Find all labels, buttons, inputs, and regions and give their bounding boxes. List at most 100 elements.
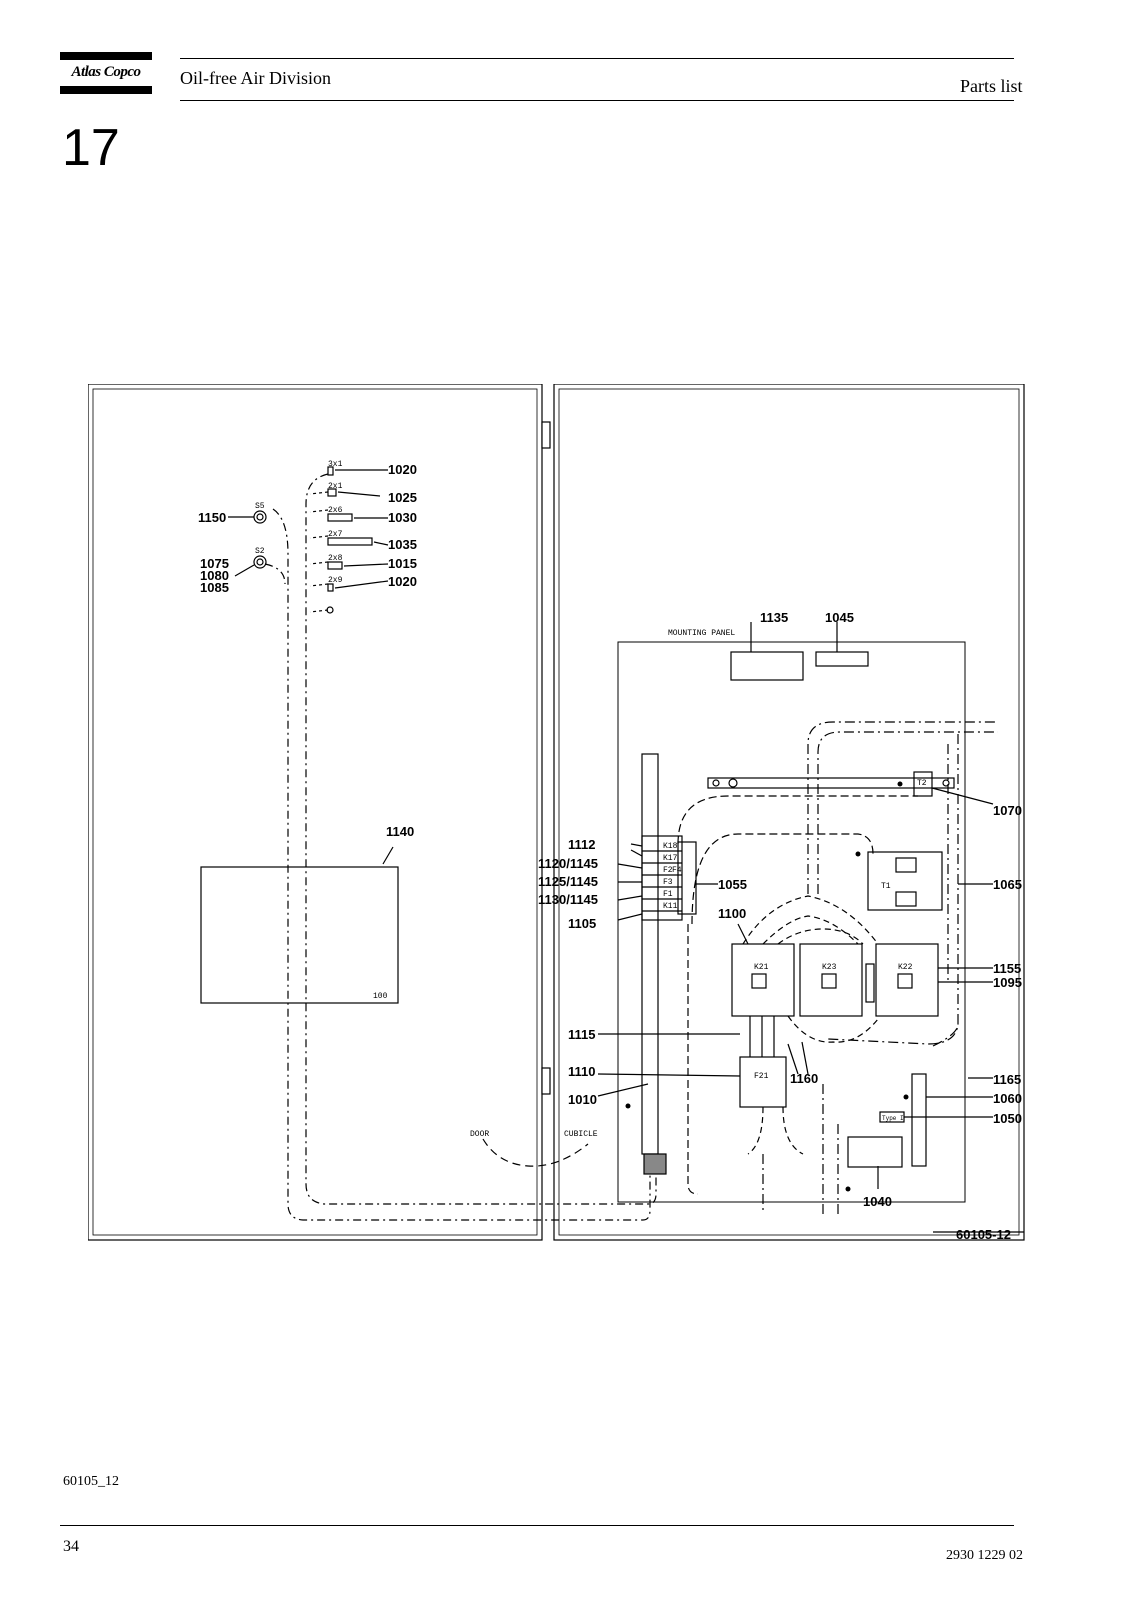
switch-s2	[253, 555, 267, 569]
label-f21: F21	[754, 1072, 769, 1081]
door-parts-stack	[326, 466, 389, 614]
header-rule-bottom	[180, 100, 1014, 101]
wire-loop-2	[691, 833, 874, 925]
callout-1040: 1040	[863, 1194, 892, 1209]
callout-1155: 1155	[993, 961, 1021, 976]
busbar	[707, 777, 955, 789]
parts-drawing-svg: 1020 1025 1030 1035 1015 1020 1150 1075 …	[88, 384, 1025, 1242]
label-box-100: 100	[373, 992, 388, 1001]
cabinet-frame	[553, 384, 1025, 1241]
switch-s5	[253, 510, 267, 524]
callout-1035: 1035	[388, 537, 417, 552]
label-k22: K22	[898, 963, 913, 972]
wire-main-3	[827, 734, 959, 1045]
din-rail	[641, 753, 659, 1155]
wire-arc-1	[742, 895, 879, 945]
atlas-copco-logo: Atlas Copco	[60, 52, 152, 94]
terminal-block-1135	[730, 651, 804, 681]
terminal-strip-1055	[677, 841, 697, 915]
hinge-bottom	[541, 1067, 551, 1095]
transformer-t1	[867, 851, 943, 911]
label-k18: K18	[663, 842, 678, 851]
qty-3x1: 3x1	[328, 460, 343, 469]
wire-main-2	[817, 731, 998, 894]
page-number: 34	[63, 1538, 79, 1555]
document-type: Parts list	[960, 76, 1023, 96]
division-title: Oil-free Air Division	[180, 68, 331, 88]
callout-1120-1145: 1120/1145	[538, 856, 598, 871]
label-t1: T1	[881, 882, 891, 891]
data-plate-1040	[847, 1136, 903, 1168]
fuse-terminal-stack	[641, 835, 683, 921]
label-k23: K23	[822, 963, 837, 972]
callout-1100: 1100	[718, 906, 746, 921]
contactor-k22	[875, 943, 939, 1017]
contactor-k21	[731, 943, 795, 1017]
callout-1065: 1065	[993, 877, 1022, 892]
qty-2x8: 2x8	[328, 554, 343, 563]
label-f2: F2	[663, 866, 673, 875]
transformer-t2	[913, 771, 933, 797]
label-f1: F1	[663, 890, 673, 899]
callout-1110: 1110	[568, 1064, 596, 1079]
callout-1075: 1075	[200, 556, 229, 571]
hinge-top	[541, 421, 551, 449]
qty-2x6: 2x6	[328, 506, 343, 515]
label-type-plate: Type I	[882, 1115, 904, 1122]
callout-1115: 1115	[568, 1027, 596, 1042]
label-plate-box	[200, 866, 399, 1004]
callout-1025: 1025	[388, 490, 417, 505]
callout-1105: 1105	[568, 916, 596, 931]
interlock	[865, 963, 875, 1003]
callout-1130-1145: 1130/1145	[538, 892, 598, 907]
callout-1020b: 1020	[388, 574, 417, 589]
overload-f21	[739, 1056, 787, 1108]
callout-1165: 1165	[993, 1072, 1021, 1087]
callout-1085: 1085	[200, 580, 229, 595]
callout-1030: 1030	[388, 510, 417, 525]
drawing-number: 60105-12	[956, 1227, 1011, 1242]
callout-1020a: 1020	[388, 462, 417, 477]
callout-1112: 1112	[568, 837, 596, 852]
document-number: 2930 1229 02	[946, 1548, 1023, 1563]
callout-1055: 1055	[718, 877, 747, 892]
parts-drawing: 1020 1025 1030 1035 1015 1020 1150 1075 …	[88, 384, 1032, 1274]
label-s2: S2	[255, 547, 265, 556]
callout-1160: 1160	[790, 1071, 818, 1086]
qty-2x7: 2x7	[328, 530, 343, 539]
callout-1070: 1070	[993, 803, 1022, 818]
callout-1080: 1080	[200, 568, 229, 583]
wire-loop-1	[677, 795, 918, 845]
callout-1135: 1135	[760, 610, 788, 625]
cable-gland	[643, 1153, 667, 1175]
footer-rule	[60, 1525, 1014, 1526]
callout-1015: 1015	[388, 556, 417, 571]
label-k17: K17	[663, 854, 678, 863]
qty-2x1: 2x1	[328, 482, 343, 491]
door-harness-2	[272, 508, 651, 1221]
label-door: DOOR	[470, 1130, 489, 1139]
header-rule-top	[180, 58, 1014, 59]
callout-1050: 1050	[993, 1111, 1022, 1126]
contactor-k23	[799, 943, 863, 1017]
callout-1010: 1010	[568, 1092, 597, 1107]
cabinet-frame-inner	[558, 388, 1020, 1236]
terminal-block-1045	[815, 651, 869, 667]
label-t2: T2	[917, 779, 927, 788]
callout-1060: 1060	[993, 1091, 1022, 1106]
wire-main-1	[807, 721, 998, 894]
door-frame	[88, 384, 543, 1241]
label-f3: F3	[663, 878, 673, 887]
callout-1140: 1140	[386, 824, 414, 839]
label-s5: S5	[255, 502, 265, 511]
figure-reference: 60105_12	[63, 1474, 119, 1489]
door-frame-inner	[92, 388, 538, 1236]
section-number: 17	[62, 119, 120, 177]
label-k21: K21	[754, 963, 769, 972]
callout-1095: 1095	[993, 975, 1022, 990]
callout-1045: 1045	[825, 610, 854, 625]
earth-strap-dash	[482, 1138, 589, 1167]
qty-2x9: 2x9	[328, 576, 343, 585]
label-mounting-panel: MOUNTING PANEL	[668, 629, 735, 638]
door-harness-1	[305, 473, 657, 1205]
